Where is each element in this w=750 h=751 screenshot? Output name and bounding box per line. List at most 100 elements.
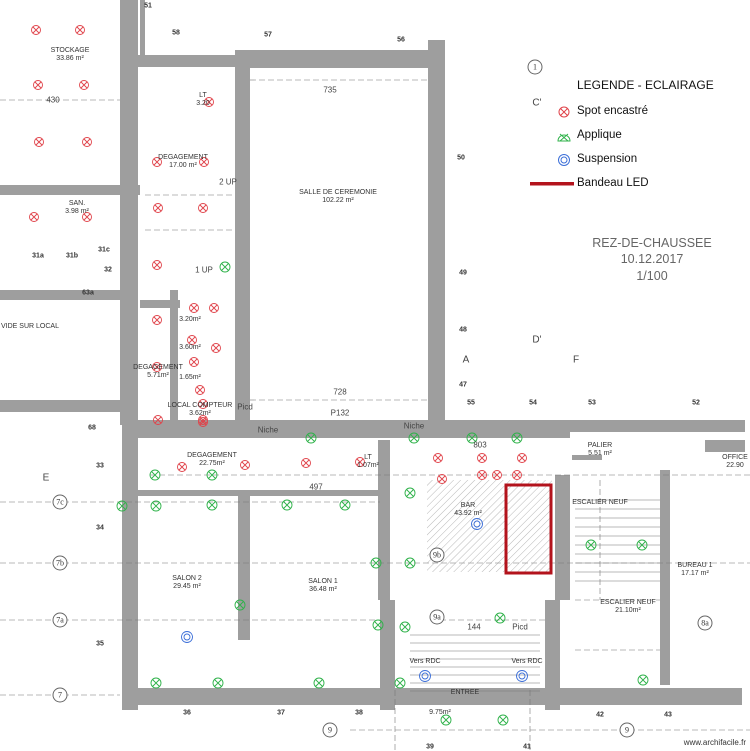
suspension-icon bbox=[516, 670, 528, 682]
room-area: 3.60m² bbox=[179, 343, 201, 351]
spot-icon bbox=[187, 335, 197, 345]
applique-icon bbox=[394, 677, 406, 689]
applique-icon bbox=[370, 557, 382, 569]
legend-item-suspension: Suspension bbox=[577, 153, 638, 165]
applique-icon bbox=[585, 539, 597, 551]
room-name: ENTREE bbox=[450, 688, 480, 696]
opening-number: 50 bbox=[457, 154, 465, 162]
spot-icon bbox=[152, 260, 162, 270]
legend-item-led: Bandeau LED bbox=[577, 177, 649, 189]
applique-icon bbox=[212, 677, 224, 689]
grid-marker: 9a bbox=[429, 609, 445, 625]
wall bbox=[120, 195, 138, 425]
room-name: SAN. bbox=[68, 199, 86, 207]
dimension-label: 803 bbox=[473, 440, 487, 450]
opening-number: 42 bbox=[596, 711, 604, 719]
dimension-label: 728 bbox=[333, 387, 347, 397]
legend-item-applique: Applique bbox=[577, 129, 622, 141]
title-stamp: REZ-DE-CHAUSSEE 10.12.2017 1/100 bbox=[592, 235, 712, 284]
opening-number: 47 bbox=[459, 381, 467, 389]
wall bbox=[140, 300, 180, 308]
room-label: VIDE SUR LOCAL bbox=[1, 323, 59, 331]
applique-icon bbox=[219, 261, 231, 273]
room-area: 17.17 m² bbox=[681, 570, 709, 577]
opening-number: 54 bbox=[529, 399, 537, 407]
spot-icon bbox=[198, 203, 208, 213]
room-name: STOCKAGE bbox=[50, 46, 90, 54]
grid-marker: 9b bbox=[429, 547, 445, 563]
room-area: 9.75m² bbox=[429, 708, 451, 716]
opening-number: 52 bbox=[692, 399, 700, 407]
opening-number: 37 bbox=[277, 709, 285, 717]
applique-icon bbox=[313, 677, 325, 689]
room-name: SALLE DE CEREMONIE bbox=[299, 188, 377, 196]
wall bbox=[660, 470, 670, 685]
room-name: LOCAL COMPTEUR bbox=[167, 401, 233, 409]
wall bbox=[555, 475, 570, 600]
watermark: www.archifacile.fr bbox=[683, 738, 746, 747]
dimension-label: 430 bbox=[46, 95, 60, 105]
opening-number: 53 bbox=[588, 399, 596, 407]
spot-icon bbox=[152, 362, 162, 372]
section-mark: A bbox=[462, 354, 470, 366]
spot-icon bbox=[517, 453, 527, 463]
applique-icon bbox=[149, 469, 161, 481]
applique-icon bbox=[234, 599, 246, 611]
spot-icon bbox=[477, 453, 487, 463]
room-area: 3.20 bbox=[196, 100, 210, 107]
wall bbox=[0, 290, 130, 300]
room-area: 1.65m² bbox=[179, 373, 201, 381]
room-label: 3.60m² bbox=[179, 344, 201, 352]
room-name: BAR bbox=[460, 501, 476, 509]
spot-icon bbox=[198, 415, 208, 425]
opening-number: 31b bbox=[65, 252, 79, 260]
spot-icon bbox=[477, 470, 487, 480]
dimension-label: 497 bbox=[309, 482, 323, 492]
applique-icon bbox=[150, 677, 162, 689]
room-name: LT bbox=[199, 91, 207, 99]
grid-marker: 9 bbox=[619, 722, 635, 738]
applique-icon bbox=[404, 557, 416, 569]
room-label: Vers RDC bbox=[511, 658, 542, 666]
room-name: ESCALIER NEUF bbox=[572, 498, 628, 506]
grid-marker: 1 bbox=[527, 59, 543, 75]
section-mark: F bbox=[572, 354, 580, 366]
opening-number: 39 bbox=[426, 743, 434, 751]
applique-icon bbox=[339, 499, 351, 511]
annotation: Picd bbox=[512, 622, 528, 632]
annotation: Niche bbox=[257, 425, 279, 435]
room-label: 1.65m² bbox=[179, 374, 201, 382]
dimension-label: 144 bbox=[467, 622, 481, 632]
spot-icon bbox=[75, 25, 85, 35]
wall bbox=[170, 290, 178, 430]
applique-icon bbox=[206, 499, 218, 511]
spot-icon bbox=[177, 462, 187, 472]
room-area: 43.92 m² bbox=[454, 510, 482, 517]
annotation: P132 bbox=[330, 408, 350, 418]
opening-number: 38 bbox=[355, 709, 363, 717]
wall bbox=[380, 600, 395, 710]
annotation: 1 UP bbox=[195, 265, 213, 275]
opening-number: 31a bbox=[32, 252, 44, 260]
room-name: DEGAGEMENT bbox=[187, 451, 237, 459]
suspension-icon bbox=[471, 518, 483, 530]
opening-number: 48 bbox=[459, 326, 467, 334]
spot-icon bbox=[29, 212, 39, 222]
grid-marker: 8a bbox=[697, 615, 713, 631]
wall bbox=[0, 400, 130, 412]
applique-icon bbox=[497, 714, 509, 726]
spot-icon bbox=[189, 357, 199, 367]
opening-number: 68 bbox=[88, 424, 96, 432]
opening-number: 41 bbox=[523, 743, 531, 751]
annotation: Niche bbox=[403, 421, 425, 431]
opening-number: 63a bbox=[82, 289, 94, 297]
applique-icon bbox=[399, 621, 411, 633]
